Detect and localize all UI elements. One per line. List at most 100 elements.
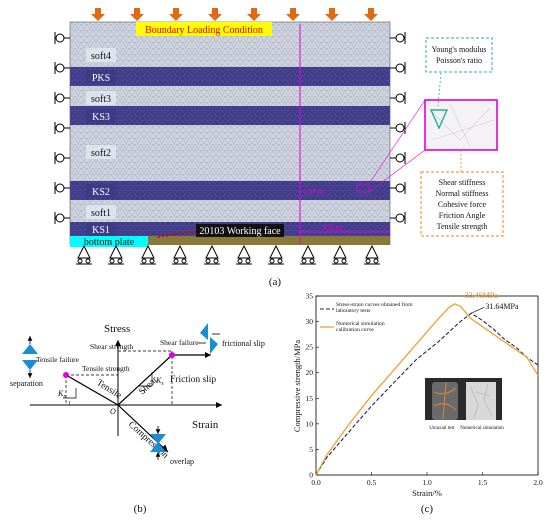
load-arrow-icon — [247, 8, 261, 21]
pin-support-icon — [140, 244, 156, 265]
caption-a: (a) — [269, 276, 282, 288]
load-arrow-icon — [130, 8, 144, 21]
tensile-failure-label: Tensile failure — [36, 355, 80, 364]
inset-photos: Uniaxial test Numerical simulation — [425, 378, 504, 434]
layer-pks — [70, 67, 390, 86]
kn-one: 1 — [68, 401, 71, 407]
caption-b: (b) — [134, 503, 147, 515]
roller-supports — [54, 32, 406, 224]
panel-a-title: Boundary Loading Condition — [145, 25, 263, 36]
property-normal-stiffness: Normal stiffness — [436, 189, 489, 198]
overlap-icon — [150, 426, 166, 460]
panel-b: Stress Strain O Shear strength Shear fai… — [10, 323, 265, 515]
roller-support-icon — [390, 152, 406, 164]
load-arrow-icon — [286, 8, 300, 21]
load-arrow-icon — [208, 8, 222, 21]
layer-label: soft4 — [91, 51, 111, 62]
shear-strength-label: Shear strength — [90, 342, 133, 351]
layer-label: KS1 — [92, 225, 110, 236]
property-shear-stiffness: Shear stiffness — [439, 178, 486, 187]
frictional-slip-label: frictional slip — [222, 339, 265, 348]
y-tick-label: 20 — [306, 368, 314, 377]
property-cohesive-force: Cohesive force — [438, 200, 487, 209]
annotation-leader — [471, 306, 485, 314]
y-axis-label: Compressive strength/MPa — [292, 340, 302, 433]
layer-label: soft2 — [91, 148, 111, 159]
roller-support-icon — [390, 212, 406, 224]
x-axis-label: Strain/% — [412, 488, 442, 498]
y-tick-label: 5 — [309, 445, 313, 454]
load-arrow-icon — [325, 8, 339, 21]
load-arrow-icon — [169, 8, 183, 21]
load-arrow-icon — [364, 8, 378, 21]
property-friction-angle: Friction Angle — [439, 211, 486, 220]
layer-ks3 — [70, 106, 390, 125]
roller-support-icon — [54, 182, 70, 194]
x-tick-label: 0.0 — [311, 478, 321, 487]
pin-support-icon — [76, 244, 92, 265]
layer-labels: soft4 PKS soft3 KS3 soft2 KS2 soft1 KS1 … — [70, 48, 148, 248]
tensile-failure-point — [63, 372, 69, 378]
roller-support-icon — [390, 122, 406, 134]
pin-support-icon — [172, 244, 188, 265]
bottom-plate-label-bg — [70, 236, 148, 247]
contact-property-box — [420, 171, 504, 237]
separation-label: separation — [10, 379, 43, 388]
roller-support-icon — [390, 92, 406, 104]
roller-support-icon — [54, 212, 70, 224]
layer-label: soft3 — [91, 94, 111, 105]
property-tensile-strength: Tensile strength — [437, 222, 488, 231]
x-tick-label: 1.5 — [478, 478, 488, 487]
layer-label: bottom plate — [84, 237, 135, 248]
zoom-element-icon — [429, 109, 449, 130]
tensile-curve — [65, 374, 119, 406]
roller-support-icon — [54, 62, 70, 74]
title-bg — [136, 22, 272, 36]
ks-label: Ks — [155, 376, 164, 387]
annotation-peak-lab: 31.64MPa — [485, 302, 519, 311]
y-tick-label: 15 — [306, 394, 314, 403]
layer-label: KS2 — [92, 187, 110, 198]
pin-support-icon — [108, 244, 124, 265]
dimension-vertical: 150 m — [303, 187, 324, 196]
roller-support-icon — [54, 32, 70, 44]
legend-label-lab: Stress-strain curves obtained from labor… — [336, 302, 413, 315]
strain-label: Strain — [192, 419, 219, 431]
caption-c: (c) — [421, 503, 434, 515]
origin-label: O — [110, 407, 116, 416]
inset-label-uniaxial: Uniaxial test — [429, 426, 455, 431]
pin-support-icon — [300, 244, 316, 265]
compression-label: Compression — [126, 420, 170, 461]
pin-support-icon — [204, 244, 220, 265]
model-layers — [69, 21, 391, 245]
pin-support-icon — [364, 244, 380, 265]
load-arrow-icon — [91, 8, 105, 21]
y-tick-label: 25 — [306, 343, 314, 352]
working-face-bg — [196, 224, 284, 237]
zoom-region-small — [356, 183, 370, 193]
roller-support-icon — [54, 122, 70, 134]
working-face-label: 20103 Working face — [199, 226, 281, 237]
x-tick-label: 2.0 — [533, 478, 543, 487]
y-tick-label: 10 — [306, 419, 314, 428]
zoom-box — [424, 99, 498, 151]
series-simulation-line — [315, 303, 539, 476]
pin-supports — [76, 244, 380, 265]
tensile-label: Tensile — [94, 378, 122, 401]
x-tick-labels: 0.0 0.5 1.0 1.5 2.0 — [311, 478, 543, 487]
y-tick-label: 30 — [306, 317, 314, 326]
shear-failure-label: Shear failure — [160, 338, 199, 347]
shear-failure-point — [169, 352, 175, 358]
load-arrows — [91, 8, 378, 21]
pin-support-icon — [236, 244, 252, 265]
kn-label: Kn — [57, 389, 66, 400]
stress-label: Stress — [104, 323, 130, 335]
property-young-modulus: Young's modulus — [431, 45, 486, 54]
legend: Stress-strain curves obtained from labor… — [320, 302, 413, 333]
y-tick-labels: 0 5 10 15 20 25 30 35 — [306, 292, 314, 480]
panel-a: soft4 PKS soft3 KS3 soft2 KS2 soft1 KS1 … — [54, 8, 504, 288]
layer-label: PKS — [92, 73, 110, 84]
x-tick-label: 1.0 — [422, 478, 432, 487]
pin-support-icon — [268, 244, 284, 265]
